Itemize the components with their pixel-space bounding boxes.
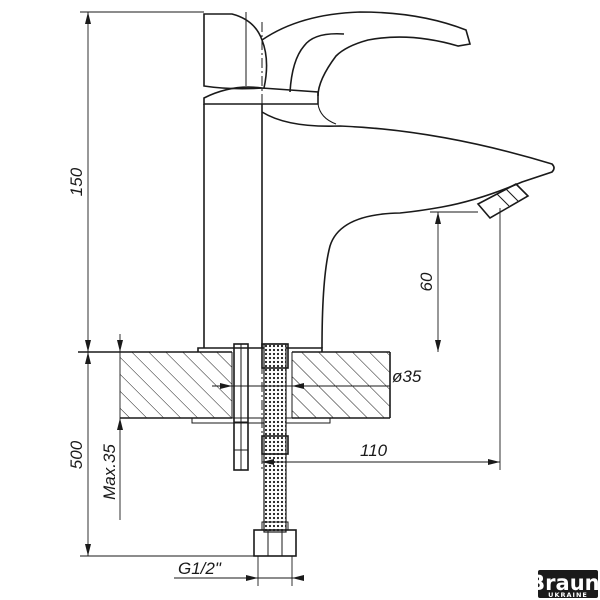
dimension-label-150: 150 [67, 167, 86, 196]
dimension-spout-height: 60 [417, 211, 478, 352]
dimension-label-thread: G1/2" [178, 559, 222, 578]
dimension-label-110: 110 [360, 441, 388, 460]
lever-handle [203, 11, 472, 97]
dimension-label-60: 60 [417, 272, 436, 291]
dimension-label-max35: Max.35 [100, 444, 119, 500]
brand-name: Brauni [529, 571, 600, 595]
dimension-max-thickness: Max.35 [100, 334, 123, 520]
dimension-height-total: 150 [67, 11, 204, 352]
brand-country: UKRAINE [548, 591, 588, 599]
dimension-hole-diameter: ø35 [212, 367, 422, 389]
countertop-section [78, 350, 391, 424]
dimension-label-diameter: ø35 [392, 367, 422, 386]
brand-logo: Brauni UKRAINE [529, 570, 600, 599]
dimension-thread: G1/2" [174, 556, 304, 586]
dimension-spout-reach: 110 [262, 208, 501, 470]
dimension-hose-length: 500 [67, 352, 254, 557]
mounting-parts [233, 343, 297, 557]
faucet-body [197, 86, 555, 352]
dimension-label-500: 500 [67, 440, 86, 469]
